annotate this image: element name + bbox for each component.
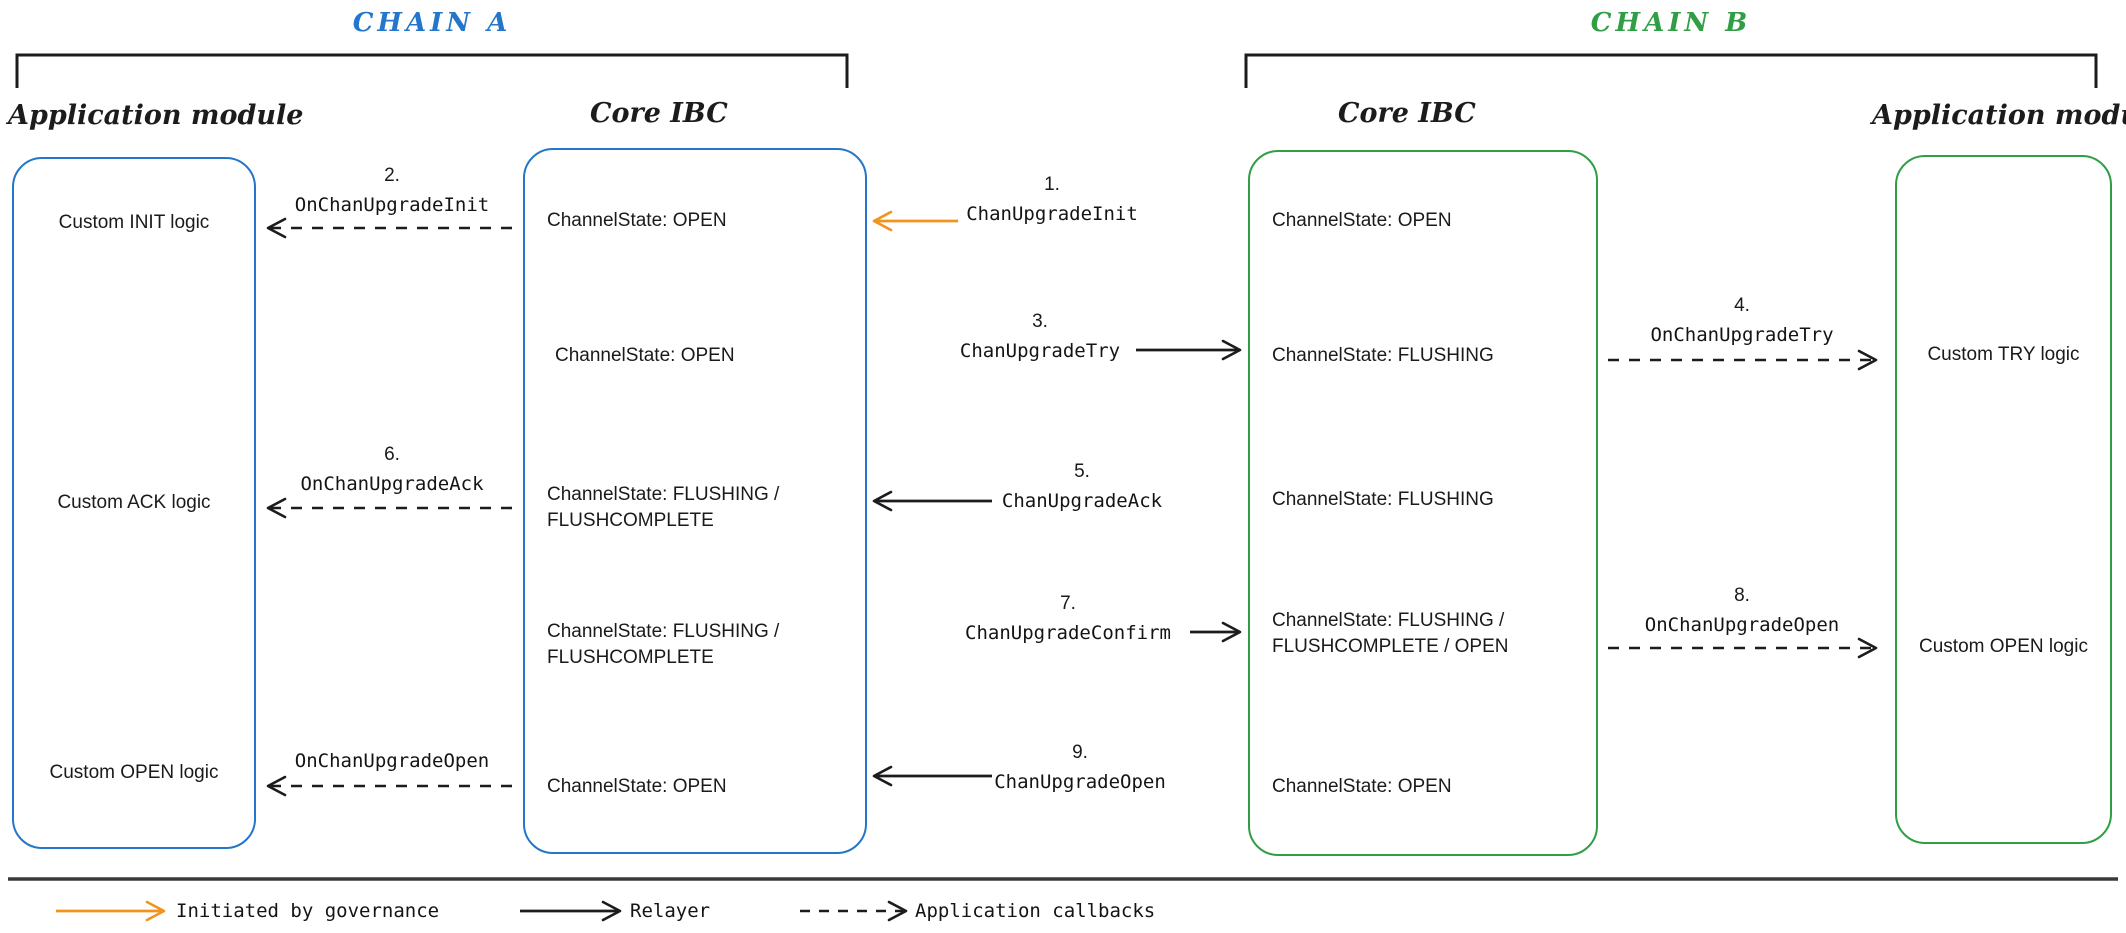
callback-label: OnChanUpgradeTry xyxy=(1650,324,1834,346)
message-number: 1. xyxy=(1044,174,1060,195)
message-label: ChanUpgradeConfirm xyxy=(965,622,1171,644)
message-chan-upgrade-confirm: 7. ChanUpgradeConfirm xyxy=(965,591,1171,646)
callback-label: OnChanUpgradeAck xyxy=(300,473,484,495)
channel-state-row: ChannelState: FLUSHING xyxy=(1272,489,1494,510)
chain-b-app-module-box: Custom TRY logic Custom OPEN logic xyxy=(1895,155,2112,844)
message-label: ChanUpgradeAck xyxy=(1001,490,1163,512)
callback-number: 8. xyxy=(1734,585,1750,606)
legend-governance-label: Initiated by governance xyxy=(176,900,440,922)
message-label: ChanUpgradeOpen xyxy=(994,771,1166,793)
chain-a-app-item: Custom ACK logic xyxy=(57,492,211,513)
chain-b-app-item: Custom OPEN logic xyxy=(1919,636,2088,657)
callback-number: 2. xyxy=(384,165,400,186)
chain-b-core-ibc-box: ChannelState: OPEN ChannelState: FLUSHIN… xyxy=(1248,150,1598,856)
chain-b-app-module-title: Application module xyxy=(1872,100,2126,131)
message-label: ChanUpgradeInit xyxy=(966,203,1138,225)
chain-a-bracket xyxy=(15,53,849,88)
callback-on-chan-upgrade-try: 4. OnChanUpgradeTry xyxy=(1650,293,1833,348)
chain-a-app-item: Custom INIT logic xyxy=(58,212,210,233)
legend-relayer-label: Relayer xyxy=(630,900,711,922)
message-chan-upgrade-open: 9. ChanUpgradeOpen xyxy=(994,740,1166,795)
channel-state-row: ChannelState: OPEN xyxy=(547,776,727,797)
callback-number: 6. xyxy=(384,444,400,465)
chain-a-core-ibc-title: Core IBC xyxy=(590,98,728,129)
message-number: 5. xyxy=(1074,461,1090,482)
channel-state-row: ChannelState: FLUSHING / FLUSHCOMPLETE /… xyxy=(1272,610,1509,657)
channel-state-row: ChannelState: OPEN xyxy=(1272,776,1452,797)
callback-on-chan-upgrade-ack: 6. OnChanUpgradeAck xyxy=(300,442,483,497)
channel-state-row: ChannelState: OPEN xyxy=(555,345,735,366)
chain-a-core-ibc-box: ChannelState: OPEN ChannelState: OPEN Ch… xyxy=(523,148,867,854)
callback-number: 4. xyxy=(1734,295,1750,316)
channel-state-row: ChannelState: OPEN xyxy=(547,210,727,231)
channel-state-row: ChannelState: OPEN xyxy=(1272,210,1452,231)
channel-state-row: ChannelState: FLUSHING / FLUSHCOMPLETE xyxy=(547,621,780,668)
message-chan-upgrade-try: 3. ChanUpgradeTry xyxy=(960,309,1120,364)
chain-b-app-item: Custom TRY logic xyxy=(1927,344,2080,365)
callback-label: OnChanUpgradeInit xyxy=(294,194,490,216)
chain-a-app-module-box: Custom INIT logic Custom ACK logic Custo… xyxy=(12,157,256,849)
callback-on-chan-upgrade-init: 2. OnChanUpgradeInit xyxy=(295,163,489,218)
chain-a-app-item: Custom OPEN logic xyxy=(49,762,219,783)
callback-on-chan-upgrade-open-a: OnChanUpgradeOpen xyxy=(295,745,489,774)
message-label: ChanUpgradeTry xyxy=(959,340,1121,362)
callback-label: OnChanUpgradeOpen xyxy=(294,750,490,772)
channel-state-row: ChannelState: FLUSHING / FLUSHCOMPLETE xyxy=(547,484,780,531)
chain-b-title: CHAIN B xyxy=(1590,8,1752,38)
channel-state-row: ChannelState: FLUSHING xyxy=(1272,345,1494,366)
message-number: 7. xyxy=(1060,593,1076,614)
callback-label: OnChanUpgradeOpen xyxy=(1644,614,1840,636)
callback-on-chan-upgrade-open-b: 8. OnChanUpgradeOpen xyxy=(1645,583,1839,638)
chain-b-bracket xyxy=(1244,53,2098,88)
legend-callbacks-label: Application callbacks xyxy=(915,900,1156,922)
message-number: 9. xyxy=(1072,742,1088,763)
chain-a-title: CHAIN A xyxy=(352,8,512,38)
message-chan-upgrade-init: 1. ChanUpgradeInit xyxy=(966,172,1138,227)
chain-b-core-ibc-title: Core IBC xyxy=(1338,98,1476,129)
message-number: 3. xyxy=(1032,311,1048,332)
chain-a-app-module-title: Application module xyxy=(8,100,304,131)
message-chan-upgrade-ack: 5. ChanUpgradeAck xyxy=(1002,459,1162,514)
